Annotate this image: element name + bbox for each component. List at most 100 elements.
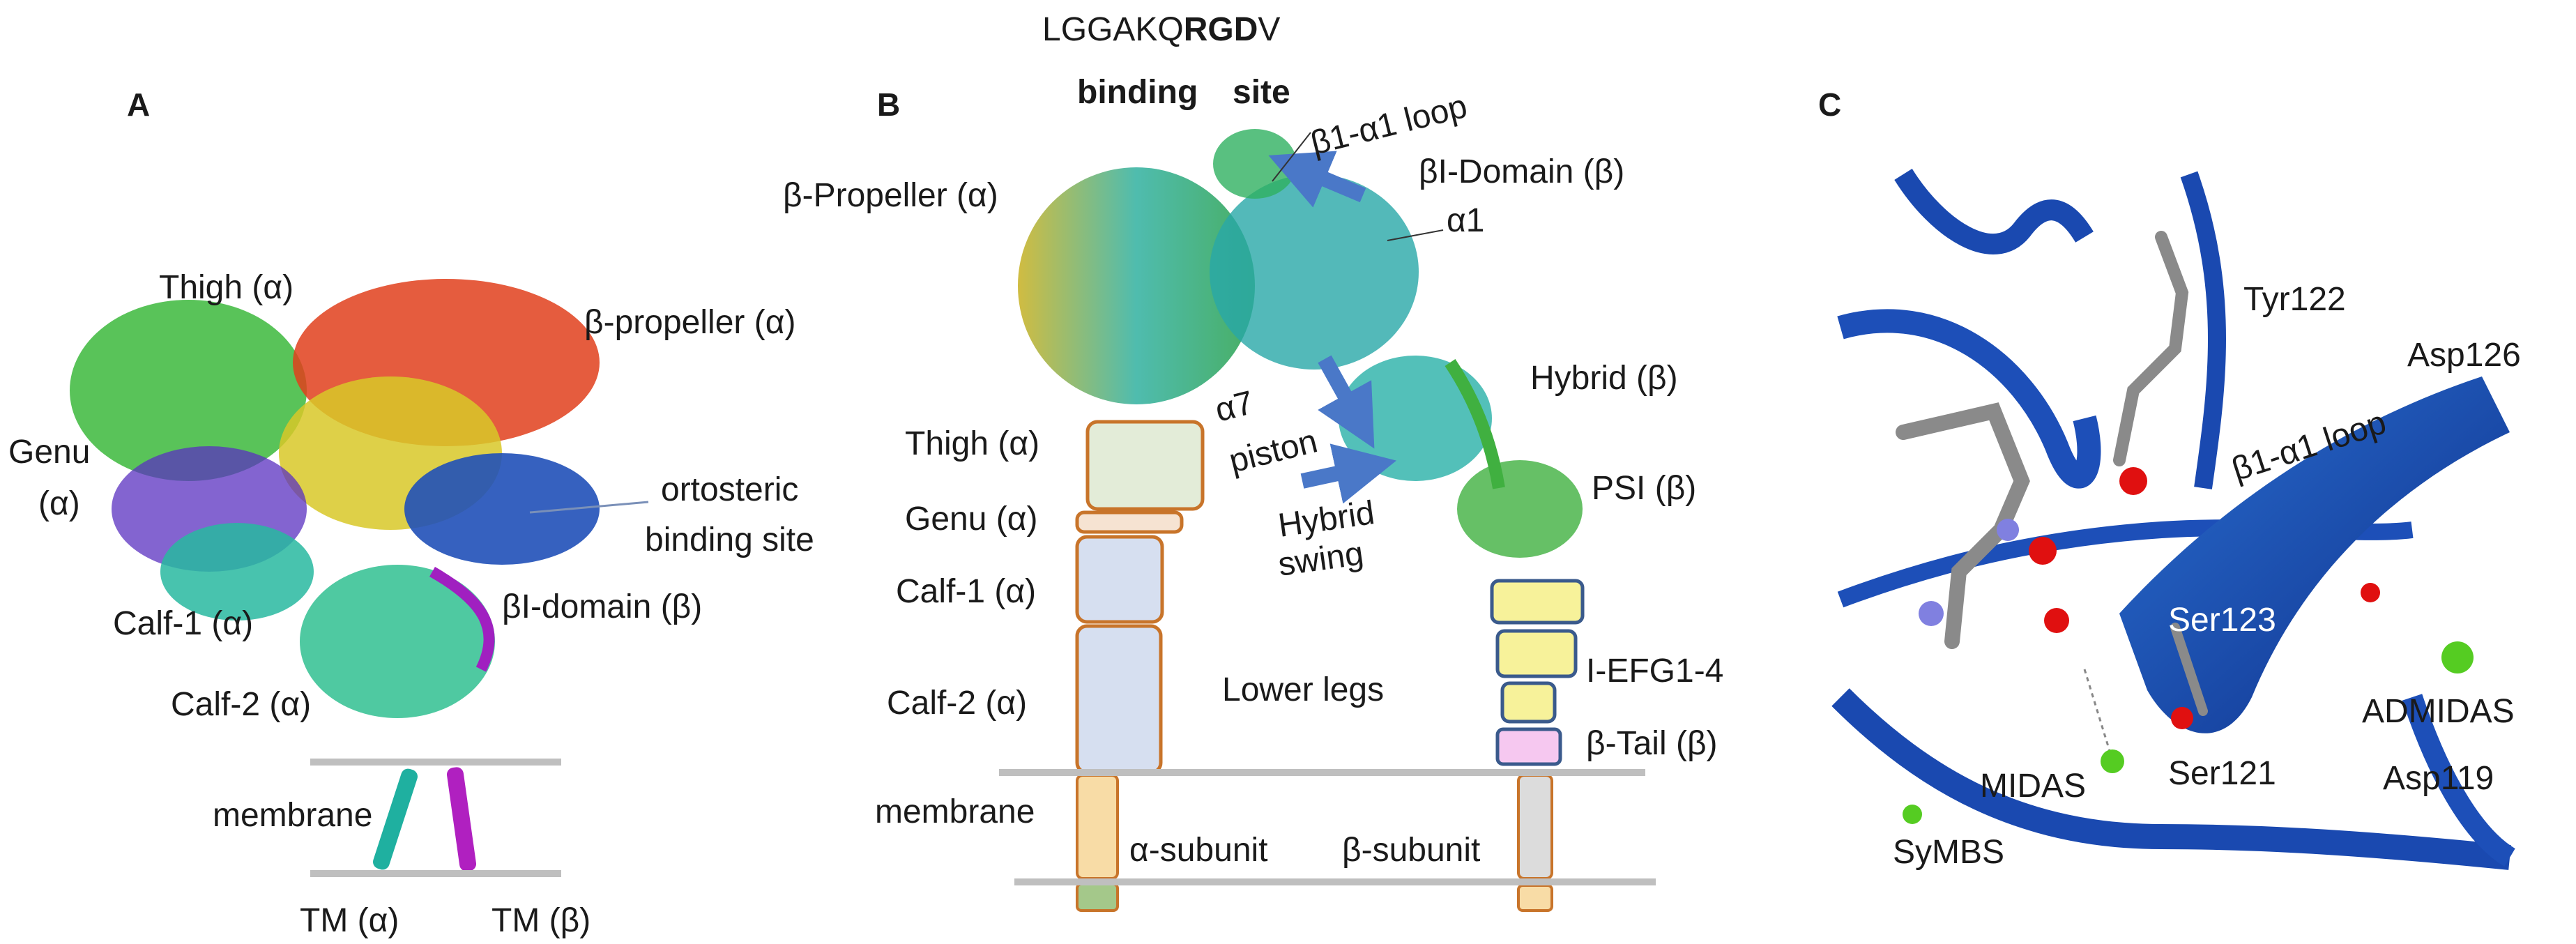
calf2-shape [300, 565, 495, 718]
genu-label-a-line2: (α) [38, 485, 80, 522]
cyto-beta-box [1517, 884, 1553, 912]
admidas-ion [2441, 641, 2474, 673]
b-propeller-shape [1018, 167, 1255, 404]
thigh-box [1085, 420, 1205, 511]
symbs-label: SyMBS [1893, 834, 2004, 871]
thigh-label-b: Thigh (α) [905, 425, 1039, 462]
loop-pointer-line [1272, 132, 1311, 182]
loop-label-b: β1-α1 loop [1307, 88, 1471, 162]
panel-a-protein-structure [70, 279, 600, 871]
piston-label: piston [1226, 422, 1321, 480]
tyr122-label: Tyr122 [2243, 281, 2346, 318]
oxygen-atom-3 [2044, 608, 2069, 633]
b-bi-domain-shape [1210, 174, 1419, 370]
lower-legs-label: Lower legs [1222, 671, 1384, 708]
calf2-label-a: Calf-2 (α) [171, 686, 311, 723]
ribbon-helix [2119, 376, 2510, 733]
calf2-label-b: Calf-2 (α) [887, 685, 1027, 722]
calf1-label-b: Calf-1 (α) [896, 573, 1036, 610]
coordination-dash [2083, 669, 2114, 761]
calf1-shape [160, 523, 314, 621]
panel-a-letter: A [127, 86, 150, 123]
b-hybrid-ribbon [1445, 359, 1505, 489]
genu-box [1075, 510, 1184, 534]
ribbon-strand-bottom [1831, 688, 2511, 870]
bi-domain-shape [404, 453, 600, 565]
oxygen-atom-1 [2119, 467, 2147, 495]
hybrid-label-b: Hybrid (β) [1530, 360, 1678, 397]
asp126-label: Asp126 [2407, 337, 2521, 374]
ortho-pointer-line [529, 501, 649, 514]
panel-c-ligand-sticks [1896, 231, 2380, 729]
serine-side-chain [2170, 623, 2208, 716]
binding-label: binding [1077, 74, 1198, 111]
ser123-label: Ser123 [2168, 602, 2276, 639]
cyto-alpha-box [1076, 883, 1119, 912]
iegf-box-1 [1490, 579, 1585, 625]
hybrid-swing-arrow [1300, 443, 1396, 504]
ser121-label: Ser121 [2168, 755, 2276, 792]
beta-subunit-label: β-subunit [1342, 832, 1480, 869]
genu-label-b: Genu (α) [905, 501, 1037, 538]
ribbon-strand-top-left [1837, 309, 2101, 489]
ligand-backbone [1896, 402, 2030, 649]
tyrosine-side-chain [2113, 231, 2189, 466]
peptide-label: LGGAKQRGDV [1042, 11, 1280, 48]
iegf-label: I-EFG1-4 [1586, 653, 1723, 690]
ribbon-strand-right [2180, 171, 2226, 489]
tm-alpha-helix [373, 768, 418, 870]
panel-a: A Thigh (α) β-propeller (α) Genu (α) ort… [8, 86, 814, 939]
alpha1-label: α1 [1447, 202, 1484, 239]
ortho-label-line1: ortosteric [661, 471, 798, 508]
tm-beta-helix [446, 767, 477, 871]
beta-leg-shape [429, 567, 495, 672]
beta-propeller-label-a: β-propeller (α) [584, 304, 795, 341]
iegf-box-3 [1500, 681, 1557, 724]
oxygen-atom-4 [2171, 707, 2193, 729]
hybrid-swing-line1: Hybrid [1276, 494, 1377, 545]
thigh-domain-shape [70, 300, 307, 481]
calf2-box [1075, 624, 1163, 775]
tm-alpha-label: TM (α) [300, 902, 399, 939]
tm-alpha-box [1076, 774, 1119, 880]
membrane-label-a: membrane [213, 797, 372, 834]
alpha7-label: α7 [1212, 384, 1258, 429]
ribbon-strand-upper [1894, 168, 2094, 254]
tm-beta-box [1517, 774, 1553, 880]
panel-c-letter: C [1818, 86, 1841, 123]
panel-b-letter: B [877, 86, 900, 123]
b-loop-shape [1213, 129, 1297, 199]
alpha1-pointer-line [1387, 229, 1444, 241]
thigh-label-a: Thigh (α) [159, 269, 294, 306]
genu-label-a-line1: Genu [8, 434, 90, 471]
asp119-label: Asp119 [2383, 760, 2494, 797]
nitrogen-atom-2 [1997, 519, 2019, 541]
psi-label: PSI (β) [1592, 470, 1696, 507]
bi-domain-label-a: βI-domain (β) [502, 588, 702, 625]
oxygen-atom-5 [2361, 583, 2380, 602]
panel-b: B LGGAKQRGDV bindin [783, 11, 1723, 912]
site-label: site [1233, 74, 1290, 111]
midas-ion [2101, 749, 2124, 773]
piston-motion-arrow [1318, 355, 1375, 449]
alpha-subunit-label: α-subunit [1129, 832, 1268, 869]
admidas-label: ADMIDAS [2362, 693, 2515, 730]
panel-c-ribbon-structure [1831, 168, 2516, 870]
calf1-box [1075, 535, 1164, 624]
ortho-label-line2: binding site [645, 522, 814, 558]
beta-tail-label: β-Tail (β) [1586, 725, 1718, 762]
symbs-ion [1903, 805, 1922, 824]
calf1-label-a: Calf-1 (α) [113, 605, 253, 642]
b-psi-shape [1457, 460, 1583, 558]
bi-domain-label-b: βI-Domain (β) [1419, 153, 1624, 190]
loop-motion-arrow [1268, 151, 1366, 208]
panel-c: C Tyr122 Asp126 β1-α1 [1818, 86, 2521, 871]
tm-beta-label: TM (β) [491, 902, 590, 939]
membrane-label-b: membrane [875, 793, 1035, 830]
nitrogen-atom-1 [1919, 601, 1944, 626]
beta-tail-box [1495, 727, 1562, 766]
oxygen-atom-2 [2029, 537, 2057, 565]
iegf-box-2 [1495, 629, 1578, 678]
beta-propeller-label-b: β-Propeller (α) [783, 177, 998, 214]
